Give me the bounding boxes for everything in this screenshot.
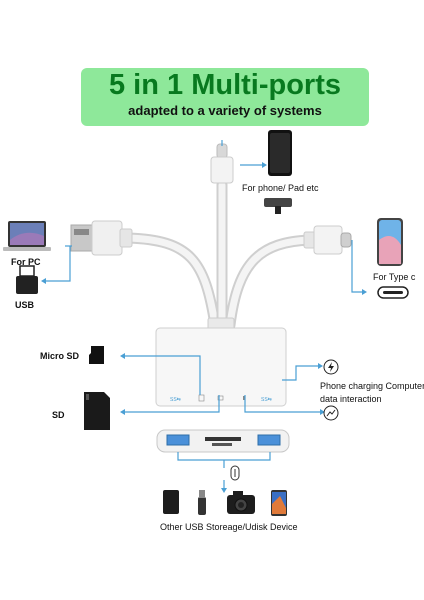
title-banner: 5 in 1 Multi-ports adapted to a variety …: [81, 68, 369, 126]
cables: [122, 179, 316, 331]
connector-lines: [46, 140, 362, 488]
hard-drive-icon: [163, 490, 179, 514]
charging-icon: [323, 359, 339, 375]
svg-text:SS⇆: SS⇆: [261, 397, 272, 403]
label-other-usb: Other USB Storeage/Udisk Device: [160, 522, 298, 532]
label-micro-sd: Micro SD: [40, 351, 80, 361]
type-c-plug: [303, 225, 352, 255]
label-data-interaction: data interaction: [320, 394, 382, 404]
data-icon: [323, 405, 339, 421]
label-type-c: For Type c: [373, 272, 416, 282]
lightning-connector-icon: [264, 198, 292, 214]
connector-arrows: [41, 162, 367, 493]
camera-icon: [227, 491, 255, 514]
banner-title: 5 in 1 Multi-ports: [109, 69, 341, 101]
laptop-icon: [3, 221, 51, 251]
hub-body: SS⇆ SS⇆: [155, 317, 287, 407]
usb-sd-symbol-icon: [230, 465, 240, 481]
phone-device-icon: [271, 490, 287, 516]
phone-icon: [268, 130, 292, 176]
banner-subtitle: adapted to a variety of systems: [128, 103, 322, 118]
sd-card-icon: [84, 392, 110, 430]
usb-a-plug: [70, 220, 133, 256]
hub-bottom-ports: [156, 429, 290, 453]
usb-connector-icon: [16, 265, 38, 294]
label-for-pc: For PC: [11, 257, 41, 267]
smartphone-icon: [377, 218, 403, 266]
micro-sd-card-icon: [89, 346, 104, 364]
label-usb: USB: [15, 300, 35, 310]
lightning-plug: [210, 143, 234, 184]
usb-stick-icon: [198, 490, 206, 515]
svg-text:SS⇆: SS⇆: [170, 397, 181, 403]
label-phone-charging: Phone charging Computer: [320, 381, 424, 391]
type-c-port-icon: [377, 286, 409, 299]
label-phone-pad: For phone/ Pad etc: [242, 183, 319, 193]
label-sd: SD: [52, 410, 65, 420]
